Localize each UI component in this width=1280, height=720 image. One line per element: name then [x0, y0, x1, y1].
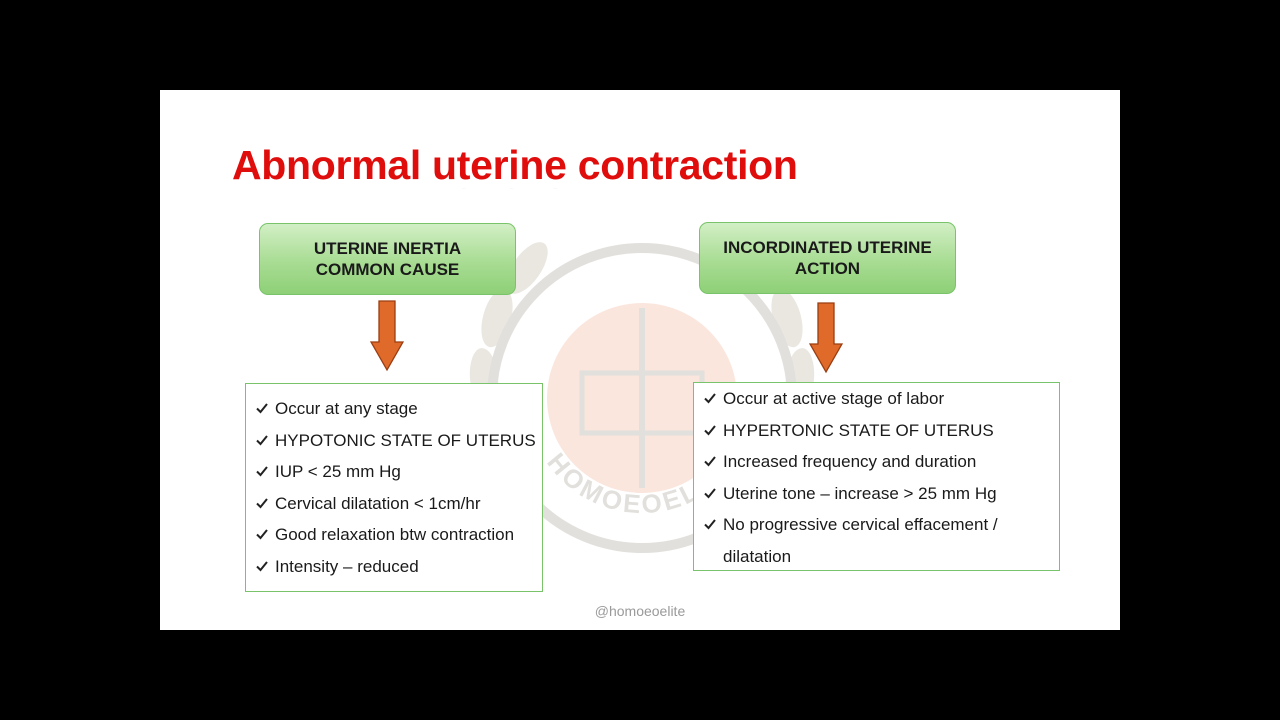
checkmark-icon [256, 466, 268, 477]
list-item: Occur at active stage of labor [694, 383, 1059, 415]
checkmark-icon [256, 403, 268, 414]
incoordinated-action-heading-box: INCORDINATED UTERINE ACTION [699, 222, 956, 294]
list-item: IUP < 25 mm Hg [246, 456, 542, 488]
uterine-inertia-heading-box: UTERINE INERTIA COMMON CAUSE [259, 223, 516, 295]
list-item: No progressive cervical effacement / dil… [694, 509, 1059, 572]
list-item: Good relaxation btw contraction [246, 519, 542, 551]
footer-handle: @homoeoelite [594, 603, 686, 619]
list-item: Occur at any stage [246, 393, 542, 425]
checkmark-icon [256, 434, 268, 445]
slide: HOMOEOELITE HOMOEOELITE Abnormal uterine… [160, 90, 1120, 630]
uterine-inertia-list: Occur at any stage HYPOTONIC STATE OF UT… [245, 383, 543, 592]
checkmark-icon [704, 424, 716, 435]
arrow-down-icon [809, 302, 843, 374]
watermark-text-top: HOMOEOELITE [432, 188, 657, 194]
incoordinated-action-heading: INCORDINATED UTERINE ACTION [723, 238, 932, 278]
list-item: HYPERTONIC STATE OF UTERUS [694, 415, 1059, 447]
list-item: Uterine tone – increase > 25 mm Hg [694, 478, 1059, 510]
checkmark-icon [256, 497, 268, 508]
incoordinated-action-list: Occur at active stage of labor HYPERTONI… [693, 382, 1060, 571]
uterine-inertia-heading: UTERINE INERTIA COMMON CAUSE [313, 239, 462, 279]
list-item: Increased frequency and duration [694, 446, 1059, 478]
checkmark-icon [256, 560, 268, 571]
checkmark-icon [704, 487, 716, 498]
checkmark-icon [704, 456, 716, 467]
checkmark-icon [704, 519, 716, 530]
slide-title: Abnormal uterine contraction [232, 142, 798, 188]
arrow-down-icon [370, 300, 404, 372]
list-item: Intensity – reduced [246, 551, 542, 583]
list-item: HYPOTONIC STATE OF UTERUS [246, 425, 542, 457]
checkmark-icon [704, 393, 716, 404]
checkmark-icon [256, 529, 268, 540]
list-item: Cervical dilatation < 1cm/hr [246, 488, 542, 520]
